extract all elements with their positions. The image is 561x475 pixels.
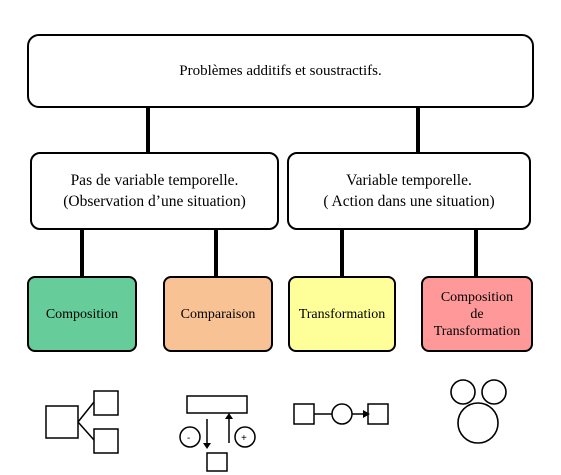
- leaf-label: Composition: [45, 306, 119, 322]
- root-label: Problèmes additifs et soustractifs.: [179, 62, 382, 79]
- leaf-composition-de-transformation: Composition de Transformation: [421, 276, 533, 352]
- transformation-composition-schema-icon: [446, 377, 510, 447]
- leaf-comparaison: Comparaison: [163, 276, 273, 352]
- leaf-label-line-3: Transformation: [433, 323, 521, 339]
- category-line-2: (Observation d’une situation): [63, 193, 246, 210]
- composition-schema-icon: [44, 388, 124, 458]
- category-line-1: Pas de variable temporelle.: [70, 172, 239, 189]
- comparison-schema-icon: - +: [177, 393, 262, 473]
- category-temporal-variable: Variable temporelle. ( Action dans une s…: [287, 152, 531, 230]
- category-line-2: ( Action dans une situation): [323, 193, 495, 210]
- category-line-1: Variable temporelle.: [346, 172, 472, 189]
- leaf-label-line-1: Composition: [440, 289, 514, 305]
- leaf-label: Transformation: [298, 306, 386, 322]
- root-box: Problèmes additifs et soustractifs.: [27, 34, 534, 108]
- minus-sign: -: [187, 433, 190, 444]
- transformation-schema-icon: [292, 400, 392, 430]
- leaf-label: Comparaison: [180, 306, 256, 322]
- leaf-label-line-2: de: [470, 306, 484, 322]
- plus-sign: +: [241, 433, 247, 444]
- leaf-composition: Composition: [27, 276, 137, 352]
- leaf-transformation: Transformation: [288, 276, 396, 352]
- category-no-temporal-variable: Pas de variable temporelle. (Observation…: [30, 152, 279, 230]
